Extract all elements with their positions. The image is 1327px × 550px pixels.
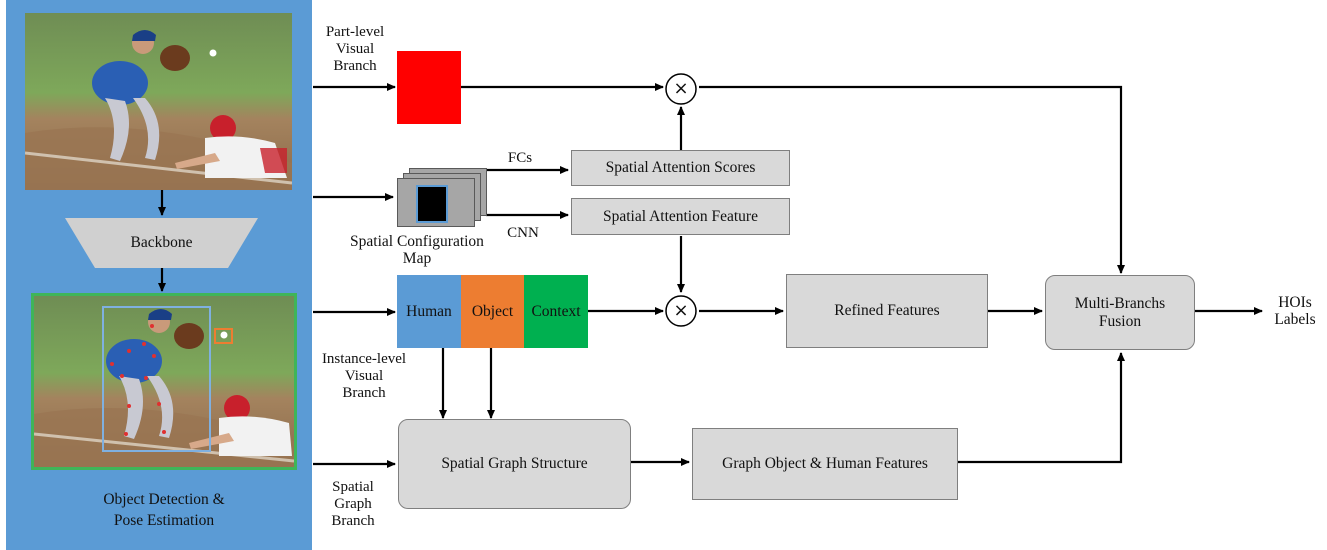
spatial-attention-scores-node: Spatial Attention Scores (571, 150, 790, 186)
object-feature-block: Object (461, 275, 524, 348)
part-level-feature-block (397, 51, 461, 124)
graph-object-human-features-node: Graph Object & Human Features (692, 428, 958, 500)
spatial-configuration-map (395, 168, 490, 230)
spatial-graph-branch-label: Spatial Graph Branch (331, 479, 375, 529)
fcs-label: FCs (507, 150, 533, 166)
multiply-symbol-middle: × (673, 300, 689, 321)
part-level-branch-label: Part-level Visual Branch (325, 24, 385, 74)
refined-features-node: Refined Features (786, 274, 988, 348)
spatial-attention-feature-node: Spatial Attention Feature (571, 198, 790, 235)
instance-level-branch-label: Instance-level Visual Branch (321, 351, 407, 401)
cnn-label: CNN (507, 225, 539, 241)
backbone-label: Backbone (130, 234, 193, 251)
context-feature-block: Context (524, 275, 588, 348)
detection-caption: Object Detection & Pose Estimation (103, 491, 225, 529)
spatial-graph-structure-node: Spatial Graph Structure (398, 419, 631, 509)
detection-image (31, 293, 297, 470)
hoi-labels-output: HOIs Labels (1274, 294, 1316, 328)
multiply-symbol-top: × (673, 78, 689, 99)
human-feature-block: Human (397, 275, 461, 348)
spatial-configuration-map-label: Spatial Configuration Map (350, 233, 484, 267)
multi-branch-fusion-node: Multi-Branchs Fusion (1045, 275, 1195, 350)
input-image (25, 13, 292, 190)
